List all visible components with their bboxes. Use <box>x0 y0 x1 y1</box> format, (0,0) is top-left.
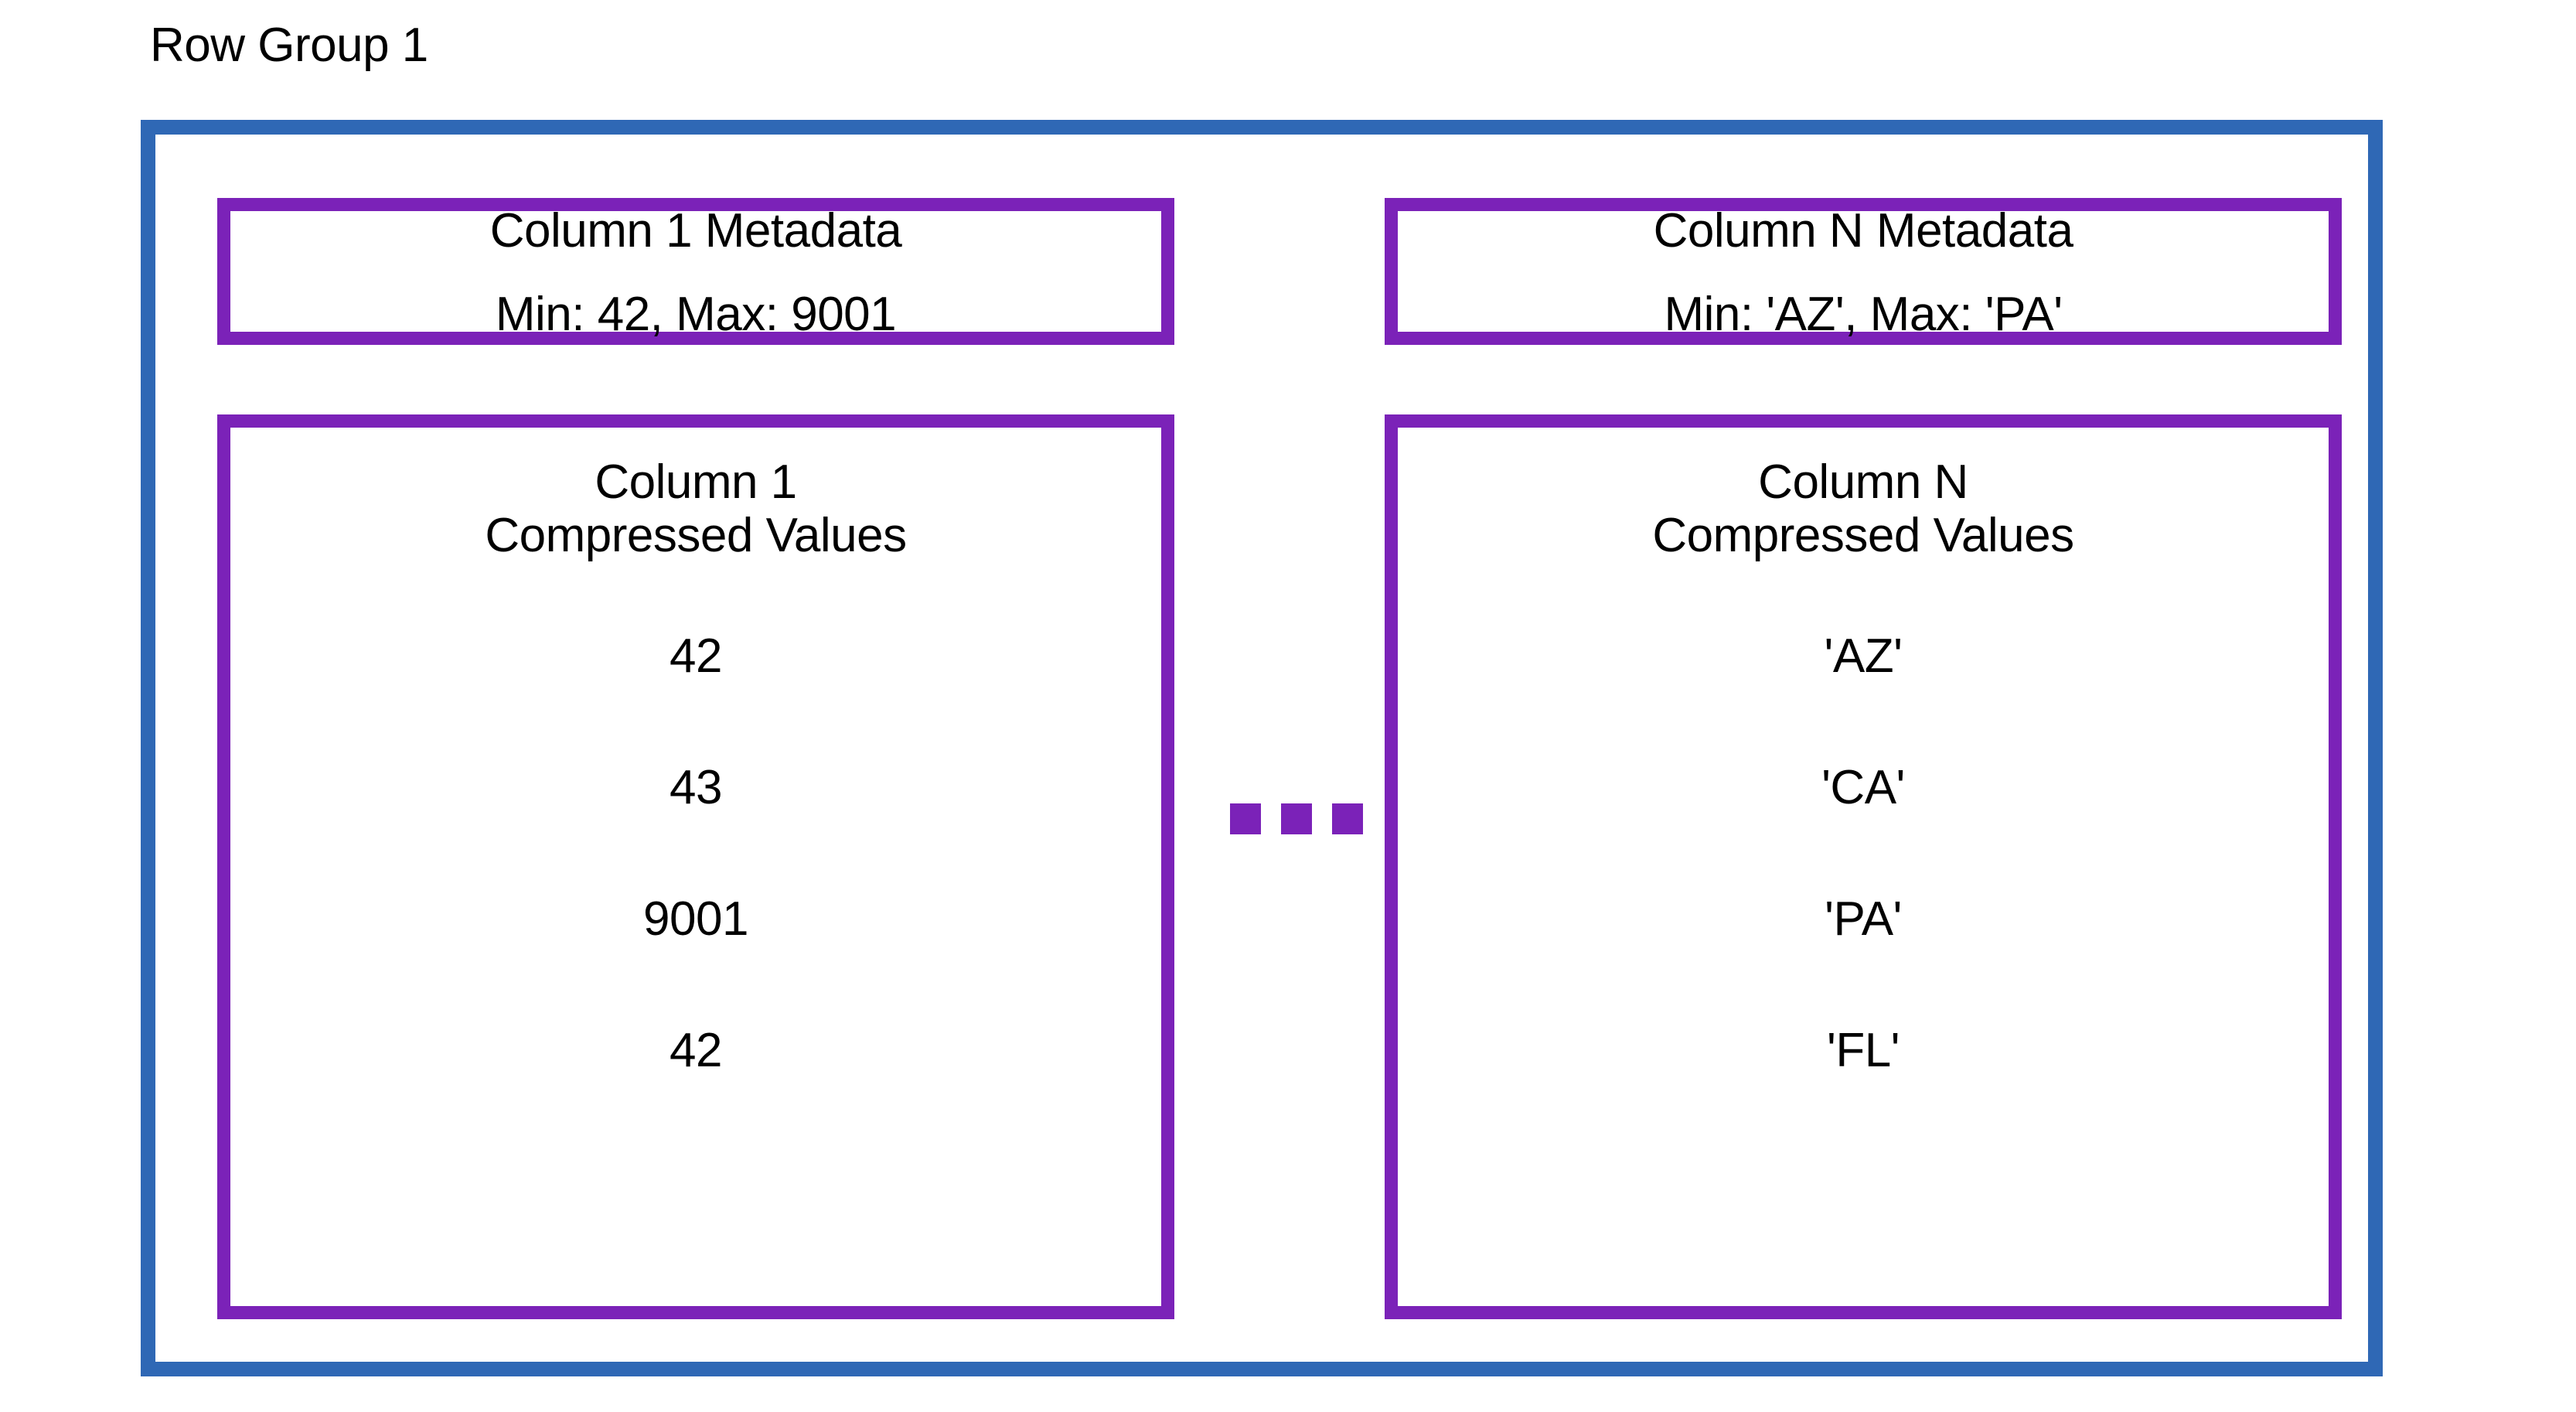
column-1-data-heading: Column 1 Compressed Values <box>485 455 907 563</box>
column-1-value-row: 42 <box>670 629 722 683</box>
ellipsis-icon <box>1230 803 1363 834</box>
column-n-metadata-stats: Min: 'AZ', Max: 'PA' <box>1664 288 2063 341</box>
column-n-value-row: 'AZ' <box>1824 629 1903 683</box>
column-1-metadata-panel: Column 1 Metadata Min: 42, Max: 9001 <box>217 198 1174 345</box>
row-group-container: Column 1 Metadata Min: 42, Max: 9001 Col… <box>141 120 2383 1376</box>
column-1-value-row: 43 <box>670 760 722 814</box>
column-n-data-heading-line1: Column N <box>1758 455 1968 509</box>
column-1-value-row: 9001 <box>643 892 748 946</box>
column-n-metadata-panel: Column N Metadata Min: 'AZ', Max: 'PA' <box>1385 198 2342 345</box>
column-1-panel-gap <box>217 345 1174 414</box>
column-n-metadata-title: Column N Metadata <box>1653 204 2073 258</box>
column-1-value-list: 42 43 9001 42 <box>643 591 748 1117</box>
column-n-value-row: 'CA' <box>1821 760 1905 814</box>
column-1-metadata-stats: Min: 42, Max: 9001 <box>495 288 897 341</box>
row-group-title: Row Group 1 <box>150 19 428 72</box>
ellipsis-dot <box>1281 803 1312 834</box>
column-n-data-heading: Column N Compressed Values <box>1652 455 2074 563</box>
column-stack-n: Column N Metadata Min: 'AZ', Max: 'PA' C… <box>1385 198 2342 1319</box>
column-1-metadata-title: Column 1 Metadata <box>489 204 902 258</box>
column-1-data-panel: Column 1 Compressed Values 42 43 9001 42 <box>217 414 1174 1319</box>
ellipsis-dot <box>1230 803 1261 834</box>
column-1-value-row: 42 <box>670 1023 722 1077</box>
column-n-panel-gap <box>1385 345 2342 414</box>
column-n-value-row: 'PA' <box>1825 892 1902 946</box>
column-n-value-row: 'FL' <box>1826 1023 1900 1077</box>
column-n-data-panel: Column N Compressed Values 'AZ' 'CA' 'PA… <box>1385 414 2342 1319</box>
column-n-value-list: 'AZ' 'CA' 'PA' 'FL' <box>1821 591 1905 1117</box>
columns-row: Column 1 Metadata Min: 42, Max: 9001 Col… <box>155 135 2368 1362</box>
column-stack-1: Column 1 Metadata Min: 42, Max: 9001 Col… <box>217 198 1174 1319</box>
column-1-data-heading-line1: Column 1 <box>595 455 797 509</box>
ellipsis-dot <box>1332 803 1363 834</box>
column-1-data-heading-line2: Compressed Values <box>485 509 907 563</box>
column-n-data-heading-line2: Compressed Values <box>1652 509 2074 563</box>
